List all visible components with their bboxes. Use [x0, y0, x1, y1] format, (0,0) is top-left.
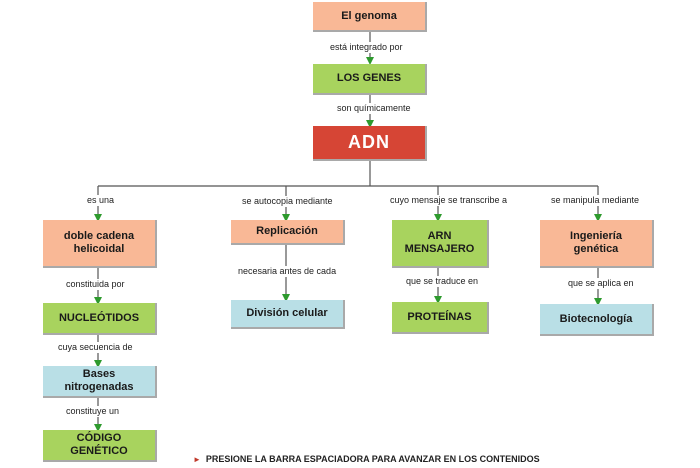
node-los-genes: LOS GENES [313, 64, 427, 95]
link-cuyo-mensaje: cuyo mensaje se transcribe a [388, 195, 510, 206]
node-division-celular: División celular [231, 300, 345, 329]
footer-text: PRESIONE LA BARRA ESPACIADORA PARA AVANZ… [205, 454, 540, 464]
link-se-manipula: se manipula mediante [549, 195, 642, 206]
node-bases-nitrogenadas: Bases nitrogenadas [43, 366, 157, 398]
node-ingenieria-genetica: Ingeniería genética [540, 220, 654, 268]
node-codigo-genetico: CÓDIGO GENÉTICO [43, 430, 157, 462]
triangle-right-icon: ► [193, 455, 201, 464]
node-adn: ADN [313, 126, 427, 161]
footer-instruction: ► PRESIONE LA BARRA ESPACIADORA PARA AVAN… [193, 454, 540, 464]
link-son-quimicamente: son químicamente [335, 103, 413, 114]
link-constituida-por: constituida por [64, 279, 127, 290]
node-biotecnologia: Biotecnología [540, 304, 654, 336]
link-esta-integrado-por: está integrado por [328, 42, 405, 53]
link-constituye-un: constituye un [64, 406, 122, 417]
link-cuya-secuencia: cuya secuencia de [56, 342, 135, 353]
node-el-genoma: El genoma [313, 2, 427, 32]
node-proteinas: PROTEÍNAS [392, 302, 489, 334]
node-arn-mensajero: ARN MENSAJERO [392, 220, 489, 268]
node-nucleotidos: NUCLEÓTIDOS [43, 303, 157, 335]
link-que-se-aplica: que se aplica en [566, 278, 636, 289]
node-replicacion: Replicación [231, 220, 345, 245]
link-se-autocopia: se autocopia mediante [240, 196, 335, 207]
link-que-se-traduce: que se traduce en [404, 276, 481, 287]
link-necesaria-antes: necesaria antes de cada [236, 266, 339, 277]
node-doble-cadena: doble cadena helicoidal [43, 220, 157, 268]
link-es-una: es una [85, 195, 117, 206]
